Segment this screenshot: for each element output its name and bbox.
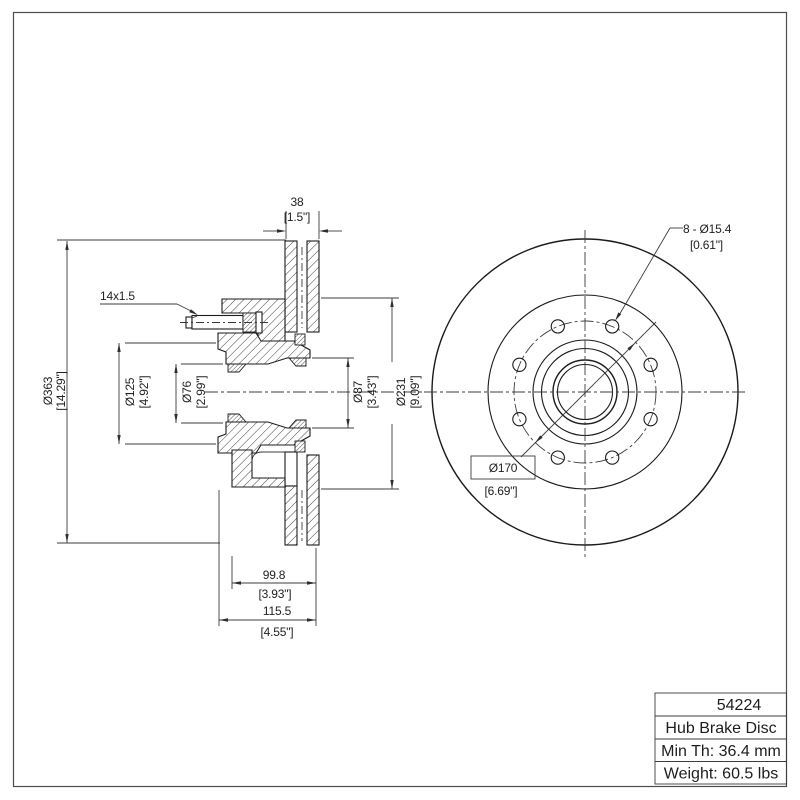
- dim-outer-dia-mm: Ø363: [41, 376, 55, 405]
- product-name: Hub Brake Disc: [665, 720, 776, 737]
- dim-inner-bore-mm: Ø76: [180, 380, 194, 403]
- disc-left-plate-top: [284, 240, 298, 333]
- dim-hub-depth-in: [3.93"]: [259, 587, 292, 601]
- bolt-holes: [512, 319, 658, 465]
- dim-thickness-in: [1.5"]: [284, 210, 310, 224]
- bearing-race-top-right: [288, 357, 307, 367]
- disc-right-plate-bottom: [306, 454, 320, 546]
- dim-overall-depth-in: [4.55"]: [261, 625, 294, 639]
- bearing-race-bottom-right: [288, 419, 307, 429]
- seal-bottom: [294, 440, 306, 453]
- bearing-race-top-left: [227, 363, 247, 373]
- dim-inner-bore-in: [2.99"]: [194, 376, 208, 409]
- dim-stud-thread: 14x1.5: [100, 289, 135, 303]
- min-thickness: Min Th: 36.4 mm: [661, 743, 781, 760]
- dim-flange-dia-mm: Ø125: [123, 377, 137, 406]
- page-border: [12, 11, 788, 788]
- seal-top: [294, 333, 306, 346]
- wheel-stud: [180, 311, 268, 334]
- front-view: [424, 227, 748, 557]
- dim-bolt-holes-in: [0.61"]: [690, 238, 723, 252]
- bearing-race-bottom-left: [227, 413, 247, 423]
- title-block-border: [654, 692, 787, 785]
- dim-outer-dia-in: [14.29"]: [54, 371, 68, 410]
- dim-bolt-circle-mm: Ø170: [489, 461, 518, 475]
- dim-hub-depth-mm: 99.8: [263, 568, 286, 582]
- title-block: 54224 Hub Brake Disc Min Th: 36.4 mm Wei…: [654, 692, 787, 785]
- dim-outer-bore-mm: Ø87: [351, 380, 365, 403]
- weight: Weight: 60.5 lbs: [664, 766, 778, 783]
- dim-outer-bore-in: [3.43"]: [365, 376, 379, 409]
- dim-overall-depth-mm: 115.5: [263, 604, 292, 618]
- hub-snout-bottom: [231, 449, 286, 488]
- section-view: [180, 240, 432, 546]
- dimension-lines: [57, 211, 399, 626]
- dim-flange-dia-in: [4.92"]: [137, 376, 151, 409]
- dim-bolt-circle-in: [6.69"]: [485, 484, 518, 498]
- pocket-fillet: [251, 451, 285, 463]
- bolt-circle-label-box: [470, 455, 536, 480]
- disc-right-plate-top: [306, 240, 320, 333]
- part-number: 54224: [717, 697, 762, 714]
- dim-hat-dia-in: [9.09"]: [408, 376, 422, 409]
- hat-wall-bottom: [284, 451, 298, 487]
- dim-hat-dia-mm: Ø231: [394, 377, 408, 406]
- dim-thickness-mm: 38: [291, 195, 304, 209]
- dim-bolt-holes-mm: 8 - Ø15.4: [683, 222, 732, 236]
- disc-left-plate-bottom: [284, 485, 298, 546]
